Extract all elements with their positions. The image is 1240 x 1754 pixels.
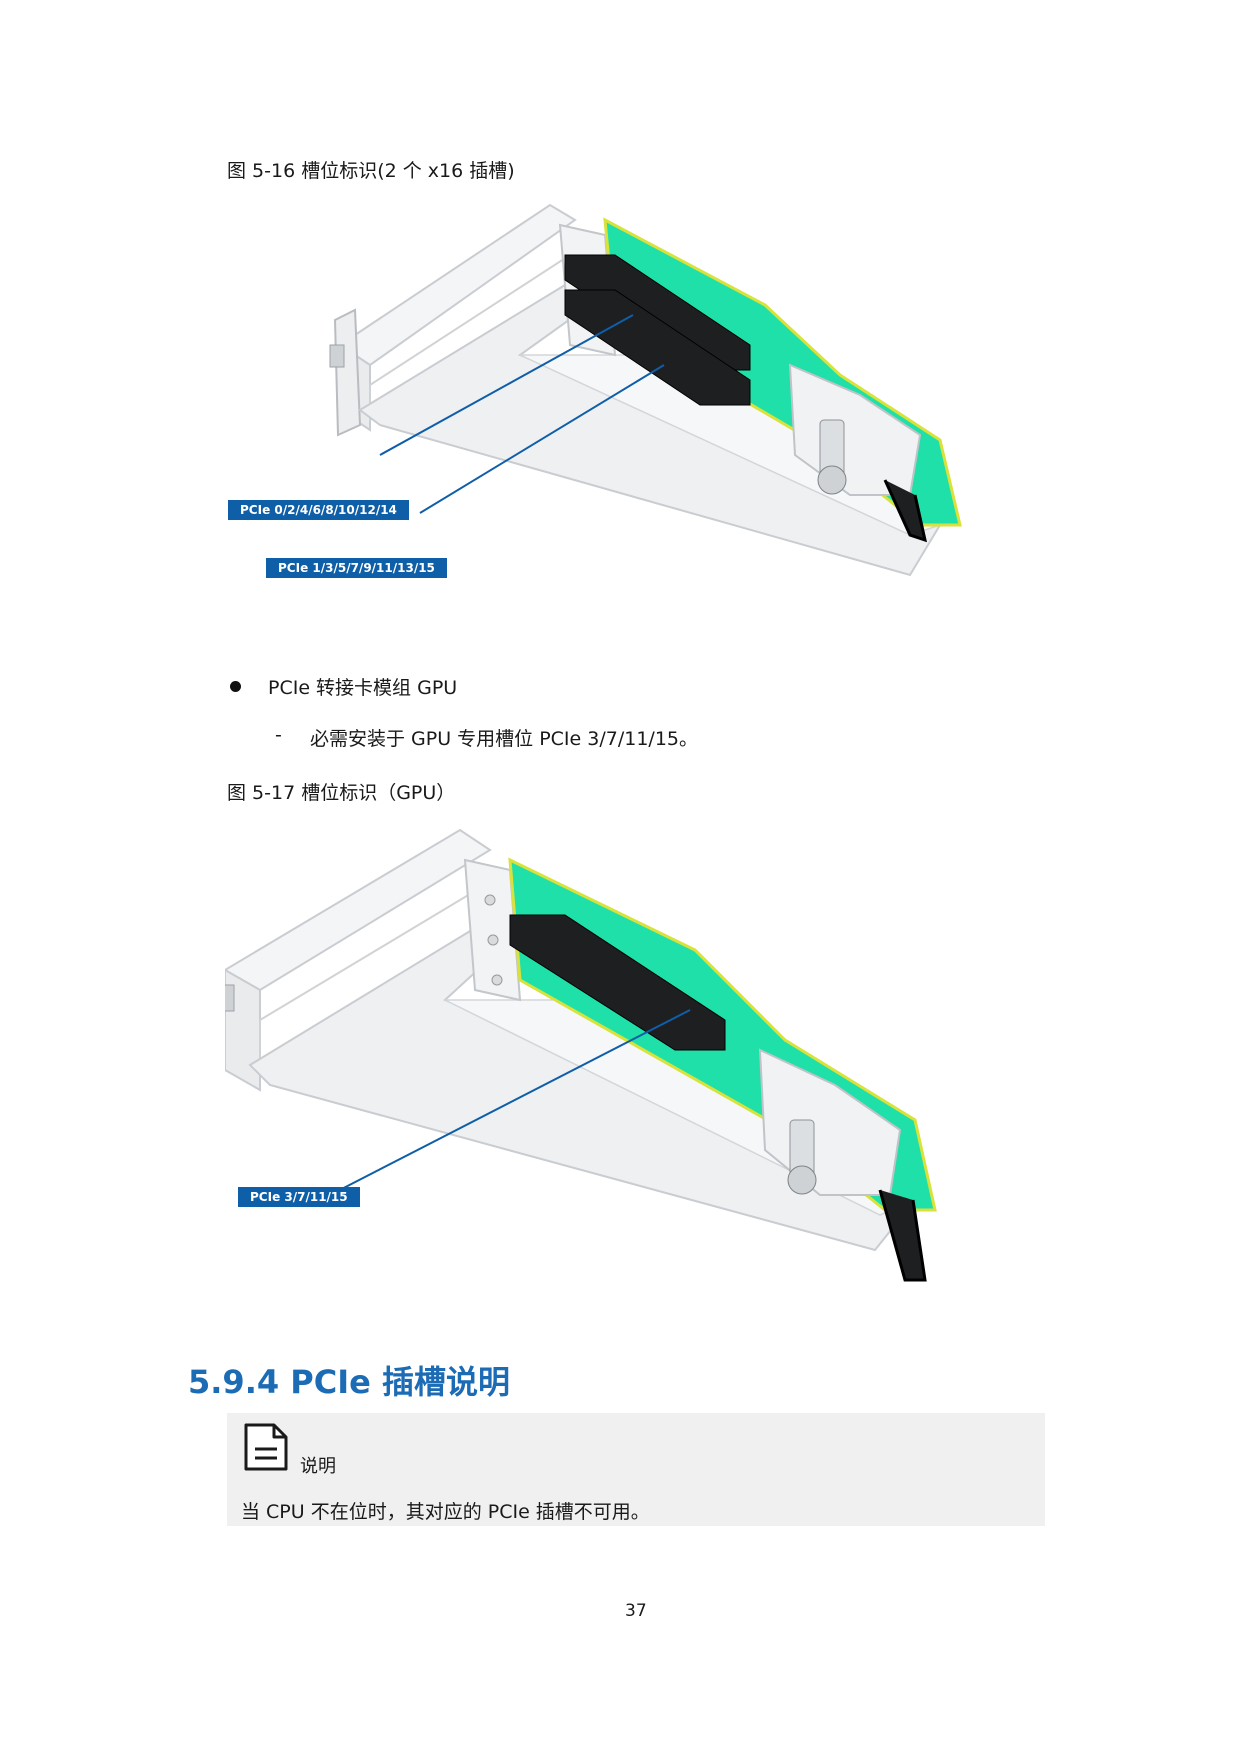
latch-hardware [758,1048,927,1282]
note-text: 当 CPU 不在位时，其对应的 PCIe 插槽不可用。 [241,1501,650,1523]
riser-card-illustration-gpu [225,828,937,1282]
note-box [227,1413,1045,1526]
sub-bullet-text: 必需安装于 GPU 专用槽位 PCIe 3/7/11/15。 [310,728,698,750]
leader-line [329,1009,691,1196]
section-title: 5.9.4 PCIe 插槽说明 [188,1363,510,1401]
x16-slot-connectors [564,254,751,406]
leader-line-top [379,314,634,456]
x16-slot-connector [509,914,726,1051]
note-heading: 说明 [300,1456,336,1477]
figure-caption-5-16: 图 5-16 槽位标识(2 个 x16 插槽) [227,160,515,182]
bullet-text: PCIe 转接卡模组 GPU [268,677,458,699]
latch-hardware [788,363,928,543]
slot-label-gpu: PCIe 3/7/11/15 [238,1187,360,1207]
page-number: 37 [625,1601,647,1621]
riser-card-illustration-2x16 [329,203,962,577]
leader-line-bottom [419,364,665,514]
note-document-icon [244,1423,288,1471]
sub-bullet-dash: - [275,724,282,746]
bullet-dot [230,681,241,692]
slot-label-even: PCIe 0/2/4/6/8/10/12/14 [228,500,409,520]
bracket-frame [225,828,917,1252]
slot-label-odd: PCIe 1/3/5/7/9/11/13/15 [266,558,447,578]
figure-caption-5-17: 图 5-17 槽位标识（GPU） [227,782,456,804]
